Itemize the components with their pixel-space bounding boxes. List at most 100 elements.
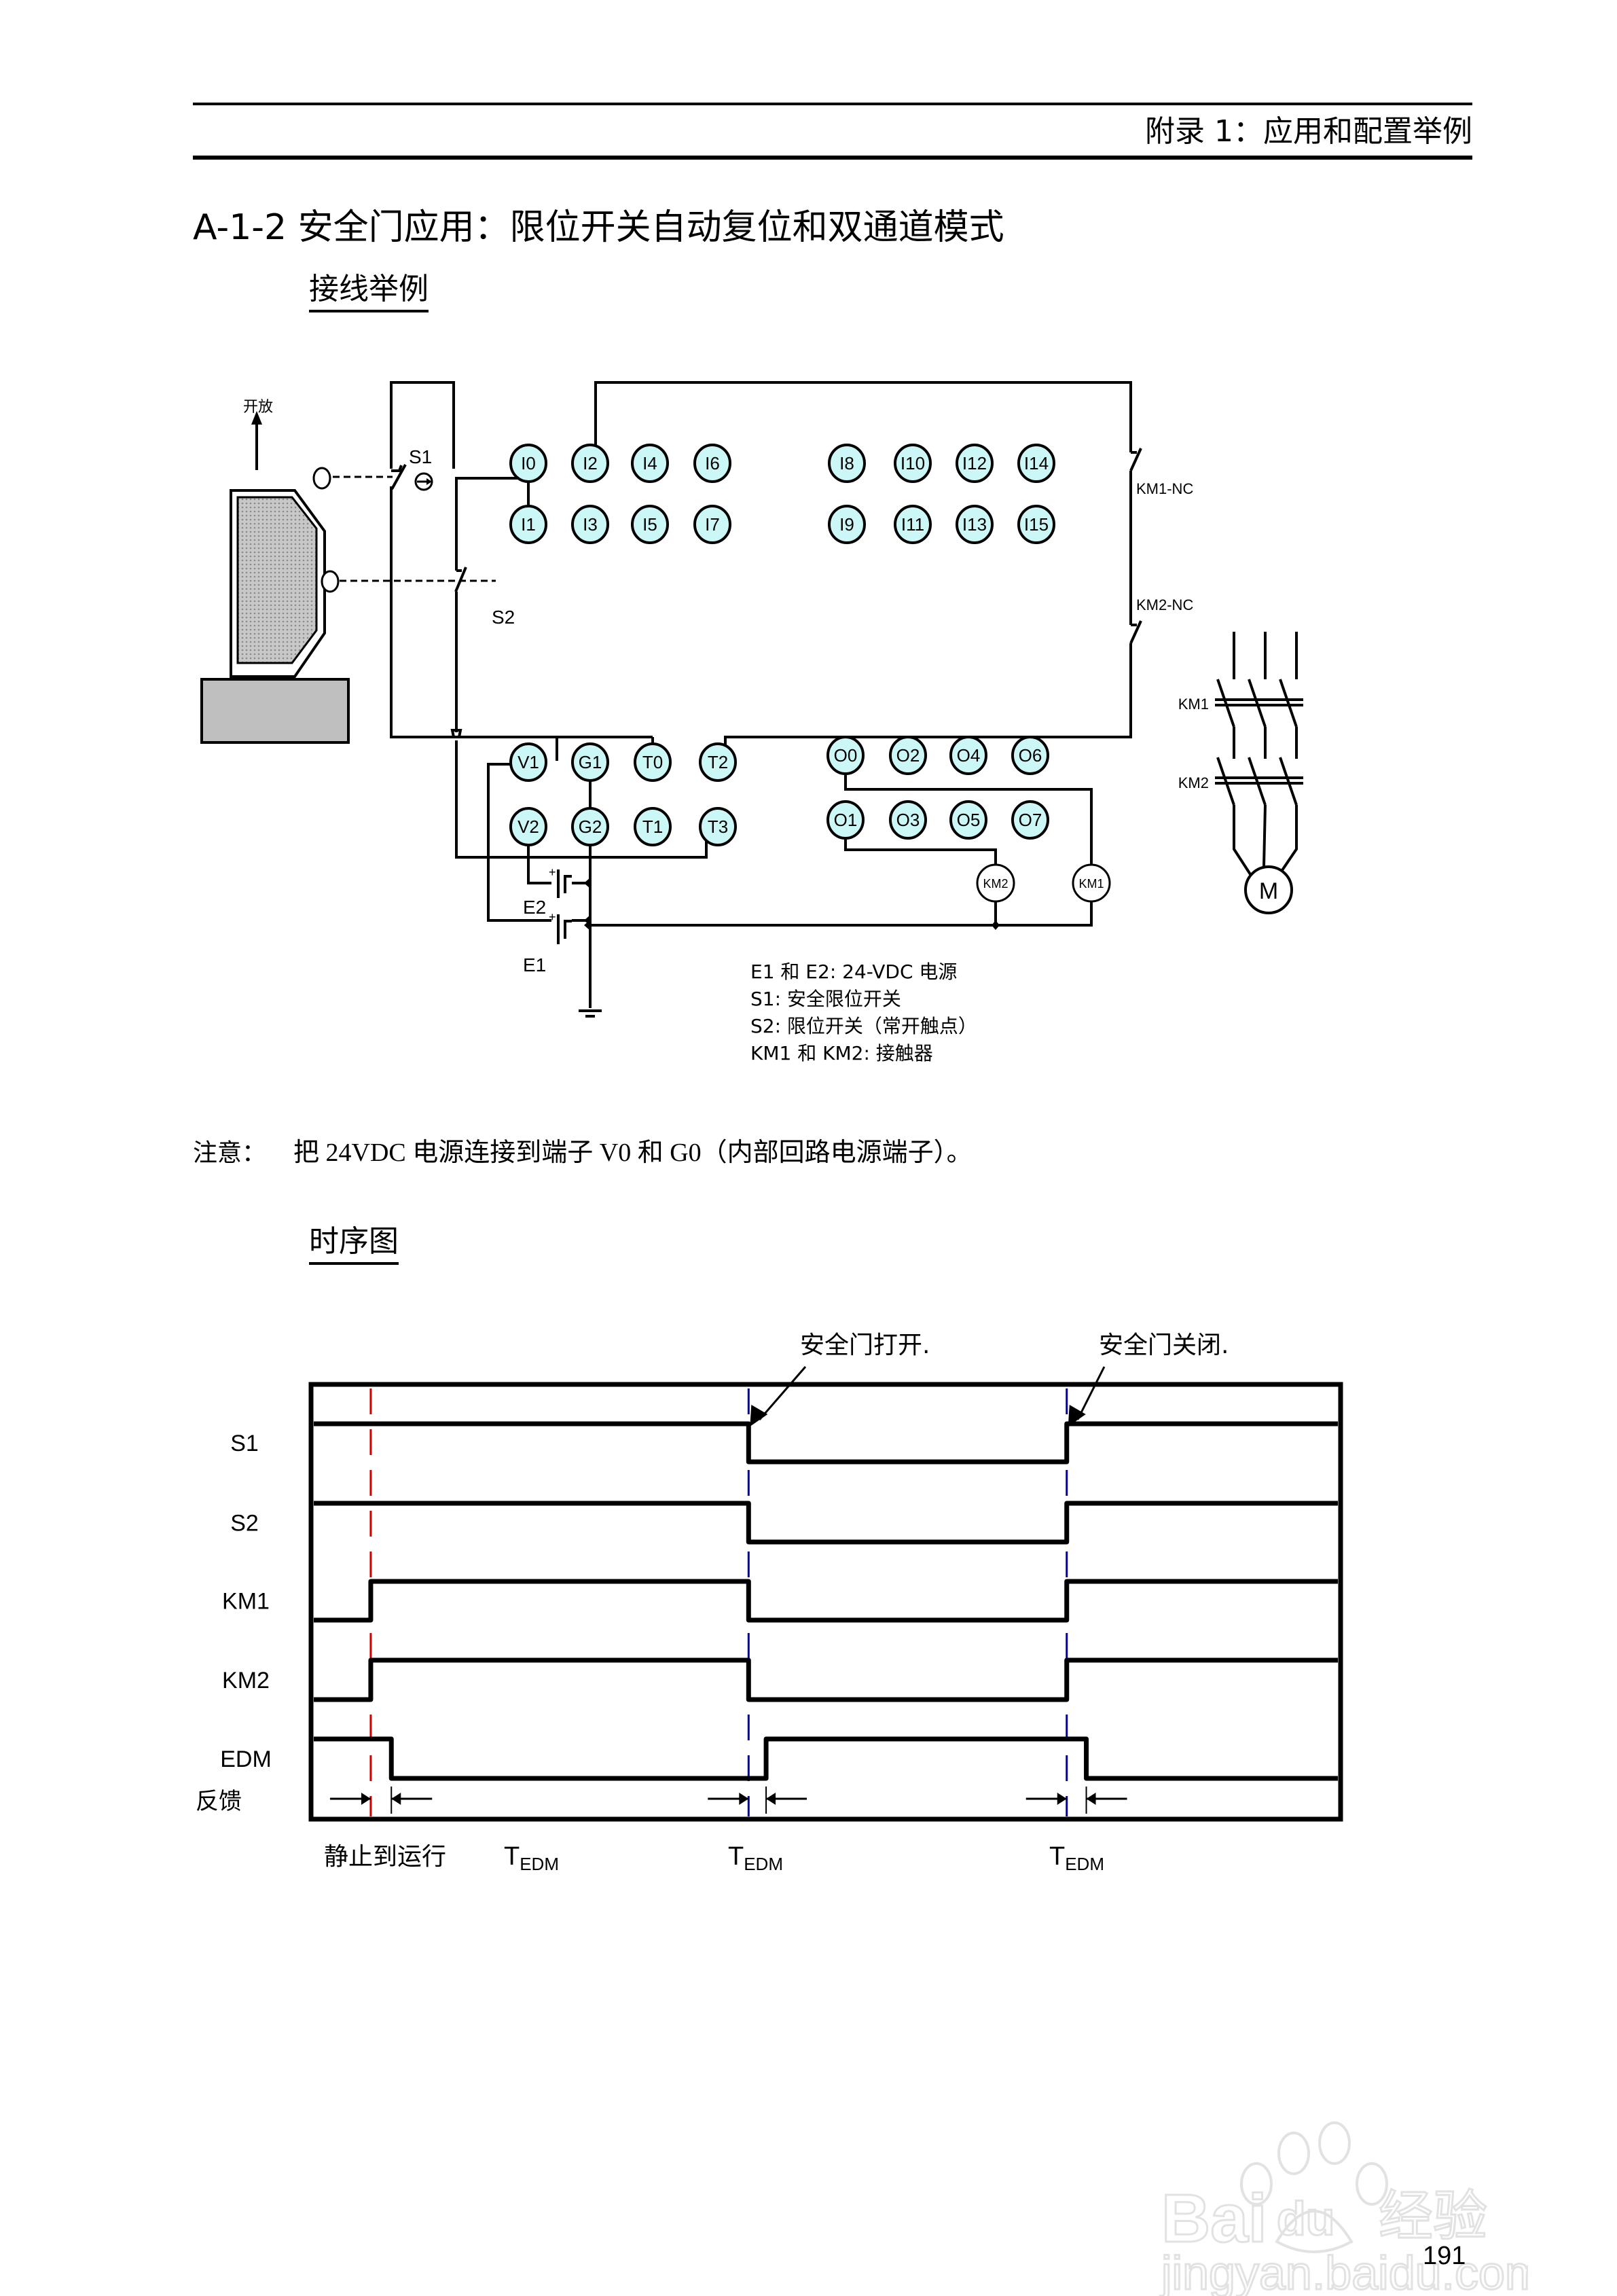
terminal-label: V1	[517, 752, 539, 772]
terminal-label: I7	[705, 514, 720, 535]
main-contactors	[1215, 632, 1303, 876]
wire-i0	[390, 381, 455, 469]
terminal-label: G2	[579, 817, 602, 837]
terminal-label: V2	[517, 817, 539, 837]
terminal-o5: O5	[949, 800, 987, 840]
s2-label: S2	[492, 607, 515, 628]
interval-tedm	[1025, 1787, 1127, 1814]
wire-v2	[527, 846, 551, 884]
s2-contact	[454, 567, 467, 592]
wire-o0-km1	[844, 774, 1093, 864]
terminal-i5: I5	[631, 505, 669, 544]
terminal-o4: O4	[949, 736, 987, 775]
signal-label-km1: KM1	[222, 1589, 270, 1615]
legend-line-4: KM1 和 KM2: 接触器	[750, 1042, 933, 1064]
page-number: 191	[1423, 2242, 1466, 2270]
arrow-head-icon	[251, 411, 262, 425]
svg-text:+: +	[549, 910, 556, 924]
terminal-label: O0	[834, 745, 858, 766]
terminal-label: G1	[579, 752, 602, 772]
terminal-label: I1	[521, 514, 536, 535]
legend-line-1: E1 和 E2: 24-VDC 电源	[750, 961, 957, 983]
svg-text:+: +	[549, 865, 556, 879]
terminal-i6: I6	[693, 444, 731, 483]
svg-text:du: du	[1277, 2192, 1335, 2245]
terminal-label: I8	[839, 453, 854, 473]
terminal-i8: I8	[828, 444, 866, 483]
terminal-i13: I13	[956, 505, 994, 544]
s1-label: S1	[409, 446, 432, 467]
coil-km1	[1072, 863, 1111, 903]
terminal-label: I9	[839, 514, 854, 535]
signal-label-s1: S1	[230, 1431, 259, 1456]
tedm-label: TEDM	[504, 1842, 559, 1874]
terminal-label: T2	[708, 752, 728, 772]
terminal-label: O5	[957, 810, 981, 830]
terminal-label: T0	[642, 752, 663, 772]
section-title: A-1-2 安全门应用：限位开关自动复位和双通道模式	[193, 207, 1004, 248]
terminal-i2: I2	[571, 444, 609, 483]
terminal-label: O1	[834, 810, 858, 830]
svg-text:经验: 经验	[1379, 2185, 1487, 2248]
terminal-i14: I14	[1017, 444, 1055, 483]
note-text: 把 24VDC 电源连接到端子 V0 和 G0（内部回路电源端子）。	[293, 1138, 973, 1167]
coil-km2-label: KM2	[983, 877, 1008, 891]
terminal-label: I5	[642, 514, 657, 535]
annotation-arrow	[1076, 1366, 1106, 1420]
terminal-v2: V2	[509, 807, 547, 846]
s1-contact-blade	[390, 464, 407, 490]
timing-frame	[308, 1382, 1343, 1822]
signal-km1	[314, 1579, 1338, 1623]
signal-s2	[314, 1501, 1338, 1545]
terminal-i0: I0	[509, 444, 547, 483]
terminal-label: I6	[705, 453, 720, 473]
wiring-legend: E1 和 E2: 24-VDC 电源 S1: 安全限位开关 S2: 限位开关（常…	[750, 961, 977, 1064]
motor-icon	[1244, 865, 1293, 914]
terminal-o3: O3	[889, 800, 927, 840]
header-rule-bottom	[193, 156, 1472, 160]
baidu-watermark: Bai du 经验 jingyan.baidu.com	[1159, 2121, 1528, 2296]
terminal-label: O6	[1019, 745, 1042, 766]
terminal-label: I10	[901, 453, 925, 473]
terminal-label: O7	[1019, 810, 1042, 830]
coil-km1-label: KM1	[1078, 877, 1104, 891]
terminal-i11: I11	[894, 505, 932, 544]
s1-contact	[391, 465, 403, 472]
e1-label: E1	[523, 954, 546, 975]
terminal-o1: O1	[826, 800, 865, 840]
terminal-t0: T0	[634, 742, 672, 782]
terminal-label: I15	[1024, 514, 1049, 535]
terminal-g1: G1	[571, 742, 609, 782]
terminal-i9: I9	[828, 505, 866, 544]
terminal-i4: I4	[631, 444, 669, 483]
terminal-i3: I3	[571, 505, 609, 544]
door-panel	[236, 496, 318, 664]
signal-label-s2: S2	[230, 1511, 259, 1537]
terminal-label: I11	[901, 514, 924, 535]
note: 注意：把 24VDC 电源连接到端子 V0 和 G0（内部回路电源端子）。	[193, 1136, 973, 1170]
km1-nc-contact	[1129, 448, 1142, 471]
tedm-label: TEDM	[728, 1842, 783, 1874]
wire-coil-return	[590, 902, 1093, 927]
watermark-url: jingyan.baidu.com	[1160, 2246, 1528, 2296]
header-rule-top	[193, 103, 1472, 105]
terminal-t2: T2	[699, 742, 737, 782]
terminal-i15: I15	[1017, 505, 1055, 544]
door-base	[200, 678, 350, 744]
timing-heading: 时序图	[309, 1223, 399, 1265]
terminal-o0: O0	[826, 736, 865, 775]
terminal-label: O2	[896, 745, 920, 766]
terminal-label: I12	[962, 453, 987, 473]
wire-t2	[724, 643, 1132, 755]
terminal-label: O4	[957, 745, 981, 766]
signal-label-km2: KM2	[222, 1668, 270, 1693]
terminal-o6: O6	[1011, 736, 1049, 775]
wire-o1-km2	[844, 838, 997, 864]
signal-s1	[314, 1421, 1338, 1465]
door-open-label: 开放	[243, 399, 273, 416]
terminal-label: I13	[962, 514, 987, 535]
annotation-arrow	[759, 1366, 807, 1420]
legend-line-2: S1: 安全限位开关	[750, 988, 901, 1010]
terminal-i10: I10	[894, 444, 932, 483]
